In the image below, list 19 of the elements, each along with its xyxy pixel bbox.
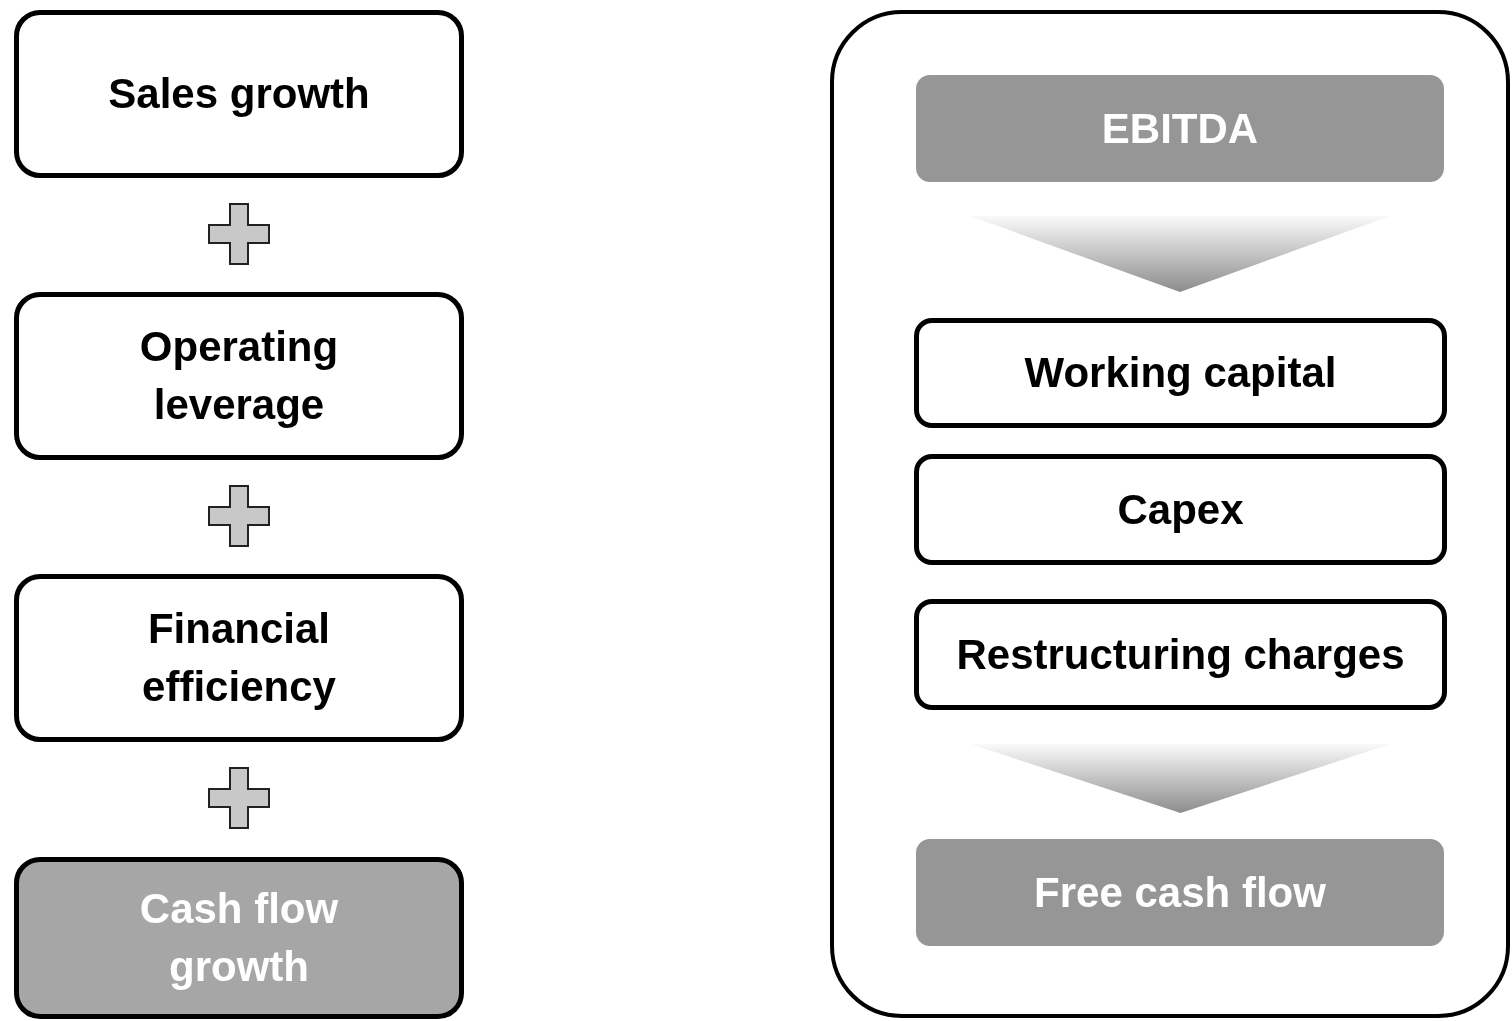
box-label: Restructuring charges — [956, 629, 1405, 680]
process-box — [14, 10, 464, 178]
box-label: Capex — [1117, 484, 1244, 535]
box-label: Free cash flow — [1034, 867, 1326, 918]
box-label: Cash flow growth — [138, 884, 340, 992]
result-box — [916, 839, 1444, 946]
result-box — [916, 75, 1444, 182]
group-container — [830, 10, 1510, 1018]
box-label: Sales growth — [107, 69, 371, 119]
process-box — [14, 292, 464, 460]
box-label: Working capital — [1024, 348, 1337, 398]
process-box — [14, 574, 464, 742]
box-label: EBITDA — [1101, 103, 1259, 154]
process-box — [914, 318, 1447, 428]
process-box — [914, 599, 1447, 710]
result-box — [14, 857, 464, 1019]
box-label: Financial efficiency — [141, 604, 337, 712]
box-label: Operating leverage — [138, 322, 340, 430]
process-box — [914, 454, 1447, 565]
